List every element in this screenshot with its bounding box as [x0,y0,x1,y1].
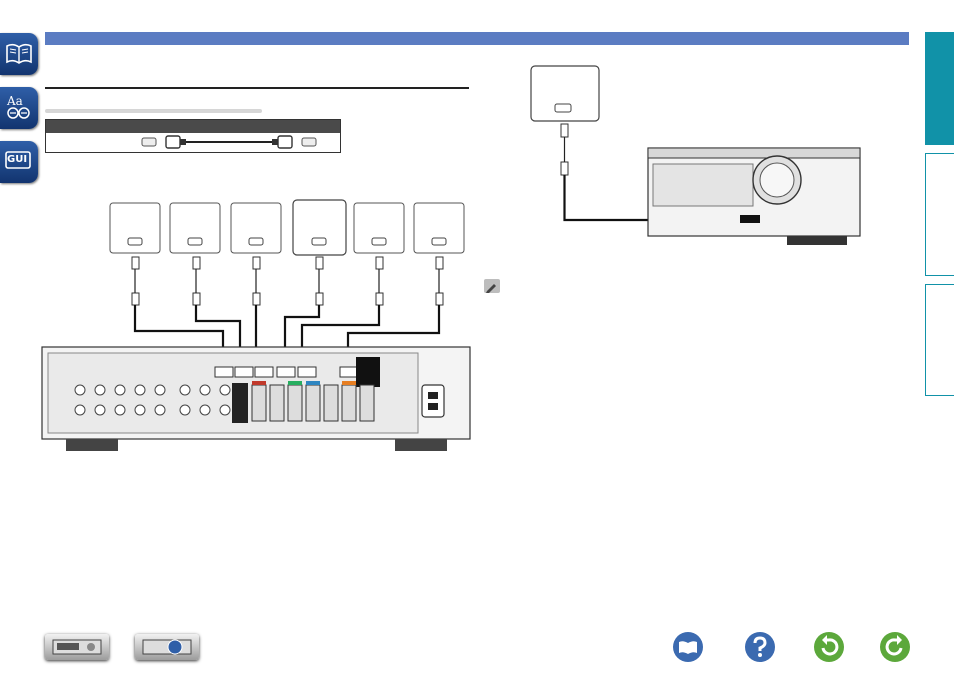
source-device-2 [169,202,221,254]
glossary-icon: Aa [6,94,30,119]
tab-basic[interactable] [925,32,954,145]
svg-text:Aa: Aa [6,94,23,108]
front-panel-connection-diagram [530,65,861,245]
tab-information[interactable] [925,284,954,396]
forward-arrow-icon [880,632,910,662]
book-icon [6,43,32,64]
source-device-5 [353,202,405,254]
receiver-rear-panel [41,346,471,451]
top-accent-bar [45,32,909,45]
forward-button[interactable] [878,630,912,664]
book-icon [673,632,703,662]
receiver-front-icon [52,639,102,655]
rear-panel-view-button[interactable] [135,634,199,660]
cable-table [45,119,341,153]
glossary-sidebar-button[interactable]: Aa [0,87,38,129]
source-device-6 [413,202,465,254]
tab-advanced[interactable] [925,153,954,276]
contents-sidebar-button[interactable] [0,33,38,75]
source-device-3 [230,202,282,254]
subheading-rule [45,109,262,113]
back-arrow-icon [814,632,844,662]
gui-label: GUI [7,154,28,165]
gui-icon [5,151,31,169]
source-device-1 [109,202,161,254]
tv-device [530,65,600,122]
rear-panel-connection-diagram [41,199,471,451]
receiver-front-panel [647,147,861,245]
front-panel-view-button[interactable] [45,634,109,660]
question-icon [745,632,775,662]
source-device-4 [292,199,347,256]
section-heading-rule [45,87,469,89]
cable-table-header [46,120,340,133]
help-button[interactable] [743,630,777,664]
receiver-rear-icon [142,639,192,655]
hdmi-cable-illustration [141,135,317,149]
gui-sidebar-button[interactable]: GUI [0,141,38,183]
back-button[interactable] [812,630,846,664]
note-pencil-icon [484,279,500,293]
contents-button[interactable] [671,630,705,664]
